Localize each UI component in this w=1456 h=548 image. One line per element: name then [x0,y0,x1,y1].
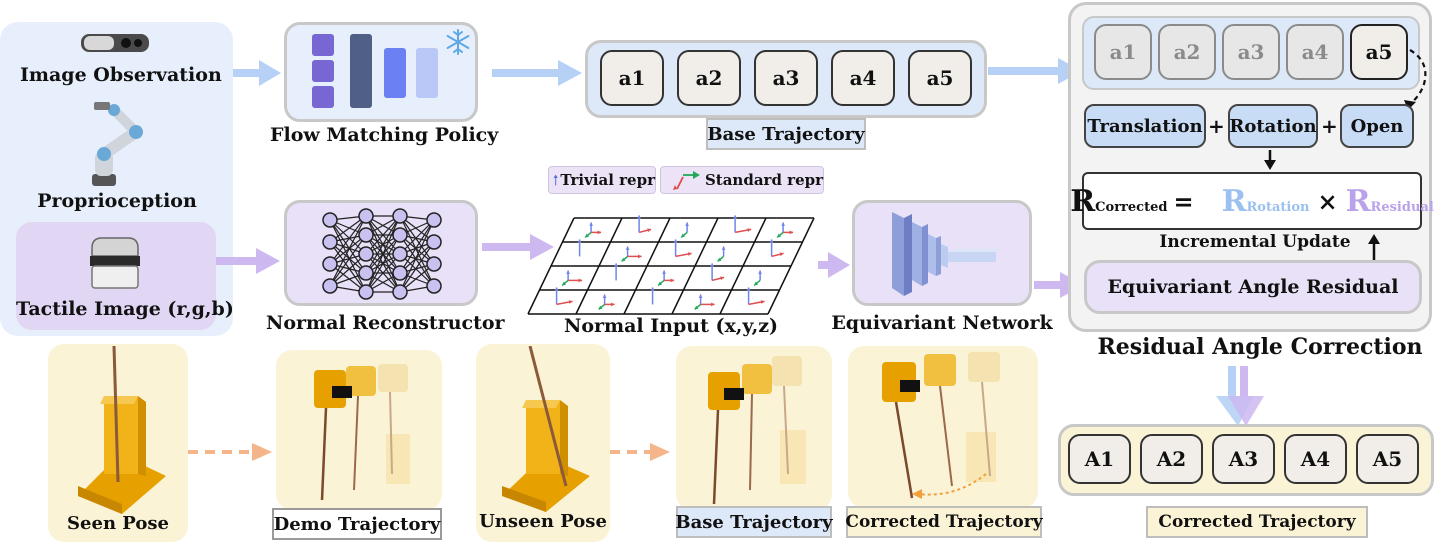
corrected-trajectory-label: Corrected Trajectory [1146,506,1368,538]
network-node [392,265,408,281]
network-node [426,278,442,294]
network-node [426,212,442,228]
network-node [322,212,338,228]
seen-pose-label: Seen Pose [67,513,169,534]
r-corrected-sub: Corrected [1095,199,1168,215]
network-node [426,234,442,250]
residual-angle-correction-title: Residual Angle Correction [1097,334,1423,360]
corrected-token-1: A1 [1068,434,1131,484]
base-trajectory-bottom-label: Base Trajectory [675,506,833,538]
tactile-image-label: Tactile Image (r,g,b) [16,298,234,320]
tactile-sensor-icon [90,237,140,289]
arrow-reconstructor-to-normal [482,234,554,260]
r-residual-main: R [1345,183,1371,219]
unseen-pose-label: Unseen Pose [479,511,607,532]
residual-token-1: a1 [1094,24,1152,80]
corrected-trajectory-image [882,352,1000,499]
base-token-1: a1 [600,50,664,106]
red-green-arrow-icon [670,171,700,191]
base-token-2: a2 [677,50,741,106]
plus-sign-1: + [1208,114,1225,138]
r-rotation-sub: Rotation [1246,199,1310,215]
residual-token-4: a4 [1286,24,1344,80]
residual-token-5: a5 [1350,24,1408,80]
dashed-arrow-seen-to-demo [188,443,272,461]
network-node [358,284,374,300]
network-node [358,246,374,262]
unseen-pose-image [502,346,590,512]
arrow-tactile-to-reconstructor [216,248,280,274]
image-observation-label: Image Observation [20,64,222,86]
demo-trajectory-image [314,364,410,501]
dashed-arrow-unseen-to-base [610,443,670,461]
camera-icon [81,34,149,52]
base-token-3: a3 [754,50,818,106]
corrected-trajectory-bottom-label: Corrected Trajectory [845,506,1043,538]
snowflake-icon [446,29,470,55]
r-residual-sub: Residual [1370,199,1434,215]
arrow-residual-up [1368,234,1380,260]
proprioception-label: Proprioception [37,190,197,212]
legend-standard: Standard repr [660,166,824,194]
corrected-token-3: A3 [1212,434,1275,484]
arrow-rotation-down [1264,150,1276,170]
legend-trivial: Trivial repr [548,166,656,194]
incremental-update-label: Incremental Update [1159,232,1351,252]
network-node [426,256,442,272]
r-rotation-main: R [1221,183,1247,219]
network-node [392,284,408,300]
plus-sign-2: + [1321,114,1338,138]
normal-input-label: Normal Input (x,y,z) [563,315,779,337]
open-pill: Open [1340,104,1414,148]
flow-matching-bars [312,34,438,108]
arrow-down-to-corrected [1216,366,1264,426]
rotation-pill: Rotation [1228,104,1318,148]
normal-reconstructor-box [284,200,478,306]
network-node [392,208,408,224]
neural-network-icon [322,208,442,300]
base-trajectory-label: Base Trajectory [706,118,866,150]
base-token-5: a5 [908,50,972,106]
equivariant-angle-residual-label: Equivariant Angle Residual [1107,276,1399,298]
arrow-flow-to-base [492,60,582,86]
seen-pose-image [78,346,166,514]
corrected-token-2: A2 [1140,434,1203,484]
network-node [358,265,374,281]
equals-sign: = [1173,186,1194,216]
network-node [322,256,338,272]
robot-arm-icon [92,102,143,186]
legend-trivial-text: Trivial repr [560,171,655,189]
demo-trajectory-label: Demo Trajectory [272,508,442,540]
network-node [392,227,408,243]
network-node [392,246,408,262]
residual-token-2: a2 [1158,24,1216,80]
normal-reconstructor-label: Normal Reconstructor [266,312,505,334]
network-node [322,278,338,294]
times-sign: × [1317,186,1338,216]
corrected-token-5: A5 [1356,434,1419,484]
residual-token-3: a3 [1222,24,1280,80]
network-node [358,227,374,243]
network-node [322,234,338,250]
formula-box: R Corrected = R Rotation × R Residual [1070,172,1434,230]
equivariant-angle-residual-box: Equivariant Angle Residual [1084,260,1422,314]
translation-pill: Translation [1084,104,1206,148]
equivariant-network-label: Equivariant Network [831,312,1053,334]
corrected-token-4: A4 [1284,434,1347,484]
network-node [358,208,374,224]
arrow-inputs-to-flow [233,60,281,86]
blue-arrow-icon [553,174,558,186]
arrow-normal-to-equivariant [818,252,850,278]
base-token-4: a4 [831,50,895,106]
equivariant-network-icon [892,212,1000,296]
r-corrected-main: R [1070,183,1096,219]
flow-matching-label: Flow Matching Policy [270,124,499,146]
normal-input-grid [527,215,815,315]
legend-standard-text: Standard repr [704,171,823,189]
base-trajectory-image [708,356,806,505]
